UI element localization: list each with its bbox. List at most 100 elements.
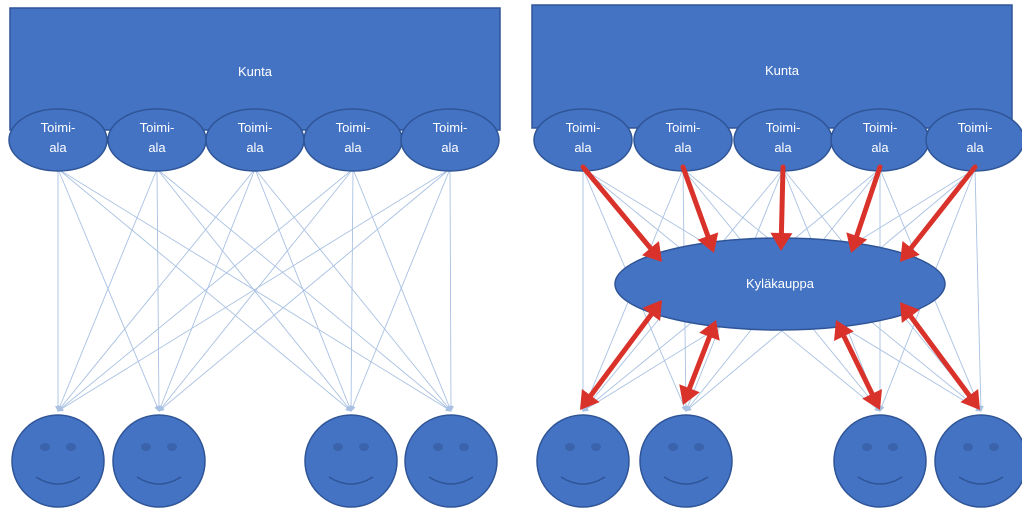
right-department-5: Toimi-ala xyxy=(925,108,1022,172)
left-connector-line xyxy=(348,168,355,412)
left-resident-1 xyxy=(11,414,105,508)
smiley-face-icon xyxy=(404,414,498,508)
right-residents xyxy=(536,414,1022,508)
smiley-face-icon xyxy=(639,414,733,508)
red-double-arrow xyxy=(834,320,882,410)
smiley-eye-left xyxy=(40,443,50,451)
left-department-shape xyxy=(8,108,108,172)
left-connector-line xyxy=(158,168,354,412)
smiley-eye-right xyxy=(167,443,177,451)
smiley-mouth xyxy=(560,476,606,485)
left-connector-lines xyxy=(55,168,454,412)
red-double-arrow xyxy=(679,320,720,405)
red-arrow xyxy=(680,164,719,253)
red-arrowhead xyxy=(900,241,920,262)
red-arrowhead xyxy=(697,232,719,253)
red-arrow-shaft xyxy=(685,330,714,395)
left-connector-line xyxy=(57,168,158,412)
left-residents xyxy=(11,414,498,508)
left-department-label-line2: ala xyxy=(246,140,264,155)
red-arrow-shaft xyxy=(906,164,978,254)
left-department-2: Toimi-ala xyxy=(107,108,207,172)
red-arrow-shaft xyxy=(680,164,712,243)
red-arrow xyxy=(846,164,883,253)
smiley-eye-right xyxy=(989,443,999,451)
smiley-eye-right xyxy=(591,443,601,451)
right-department-shape xyxy=(533,108,633,172)
left-connector-line xyxy=(57,168,451,412)
smiley-eye-left xyxy=(141,443,151,451)
right-department-label-line2: ala xyxy=(774,140,792,155)
red-arrowhead xyxy=(900,302,920,324)
left-department-label-line2: ala xyxy=(148,140,166,155)
red-arrowhead xyxy=(679,384,700,405)
smiley-mouth xyxy=(958,476,1004,485)
left-connector-line xyxy=(57,168,354,412)
left-department-label-line1: Toimi- xyxy=(433,120,468,135)
smiley-face-icon xyxy=(304,414,398,508)
smiley-eye-right xyxy=(66,443,76,451)
right-departments: Toimi-alaToimi-alaToimi-alaToimi-alaToim… xyxy=(533,108,1022,172)
right-department-label-line2: ala xyxy=(574,140,592,155)
smiley-eye-right xyxy=(459,443,469,451)
smiley-mouth xyxy=(857,476,903,485)
left-resident-3 xyxy=(304,414,398,508)
smiley-eye-left xyxy=(433,443,443,451)
red-arrowhead xyxy=(642,241,662,262)
left-department-4: Toimi-ala xyxy=(303,108,403,172)
red-arrowhead xyxy=(770,232,793,251)
smiley-eye-left xyxy=(862,443,872,451)
red-arrow xyxy=(580,164,662,262)
right-department-label-line1: Toimi- xyxy=(766,120,801,135)
left-departments: Toimi-alaToimi-alaToimi-alaToimi-alaToim… xyxy=(8,108,500,172)
left-department-label-line2: ala xyxy=(49,140,67,155)
left-connector-line xyxy=(57,168,256,412)
right-department-2: Toimi-ala xyxy=(633,108,733,172)
smiley-face-icon xyxy=(536,414,630,508)
smiley-eye-right xyxy=(888,443,898,451)
red-arrowhead xyxy=(834,320,854,342)
right-department-label-line2: ala xyxy=(674,140,692,155)
smiley-face-icon xyxy=(833,414,927,508)
smiley-mouth xyxy=(328,476,374,485)
left-connector-line xyxy=(57,168,160,412)
red-arrowhead xyxy=(846,232,868,253)
red-arrow-shaft xyxy=(905,310,975,402)
kylakauppa-label: Kyläkauppa xyxy=(746,276,815,291)
red-double-arrow xyxy=(580,300,662,410)
left-department-1: Toimi-ala xyxy=(8,108,108,172)
red-arrowhead xyxy=(699,320,720,341)
left-department-shape xyxy=(400,108,500,172)
right-department-label-line1: Toimi- xyxy=(566,120,601,135)
right-department-label-line1: Toimi- xyxy=(666,120,701,135)
left-department-label-line1: Toimi- xyxy=(140,120,175,135)
right-kunta-label: Kunta xyxy=(765,63,800,78)
left-resident-2 xyxy=(112,414,206,508)
red-arrow xyxy=(900,164,978,262)
left-department-5: Toimi-ala xyxy=(400,108,500,172)
left-department-label-line1: Toimi- xyxy=(336,120,371,135)
left-connector-line xyxy=(254,168,452,412)
left-connector-line xyxy=(158,168,256,412)
smiley-eye-left xyxy=(565,443,575,451)
red-arrowhead xyxy=(862,388,882,410)
right-department-3: Toimi-ala xyxy=(733,108,833,172)
red-arrows xyxy=(580,164,980,410)
smiley-eye-left xyxy=(963,443,973,451)
left-resident-4 xyxy=(404,414,498,508)
smiley-eye-left xyxy=(333,443,343,451)
smiley-face-icon xyxy=(112,414,206,508)
right-connector-line xyxy=(974,168,984,412)
left-connector-line xyxy=(350,168,451,412)
left-connector-line xyxy=(352,168,452,412)
left-department-3: Toimi-ala xyxy=(205,108,305,172)
red-arrow xyxy=(770,164,793,251)
right-department-1: Toimi-ala xyxy=(533,108,633,172)
left-connector-line xyxy=(155,168,162,412)
left-department-label-line1: Toimi- xyxy=(41,120,76,135)
right-panel: Kunta Toimi-alaToimi-alaToimi-alaToimi-a… xyxy=(531,4,1022,508)
red-double-arrow xyxy=(900,302,980,410)
left-connector-line xyxy=(158,168,451,412)
left-department-label-line2: ala xyxy=(441,140,459,155)
